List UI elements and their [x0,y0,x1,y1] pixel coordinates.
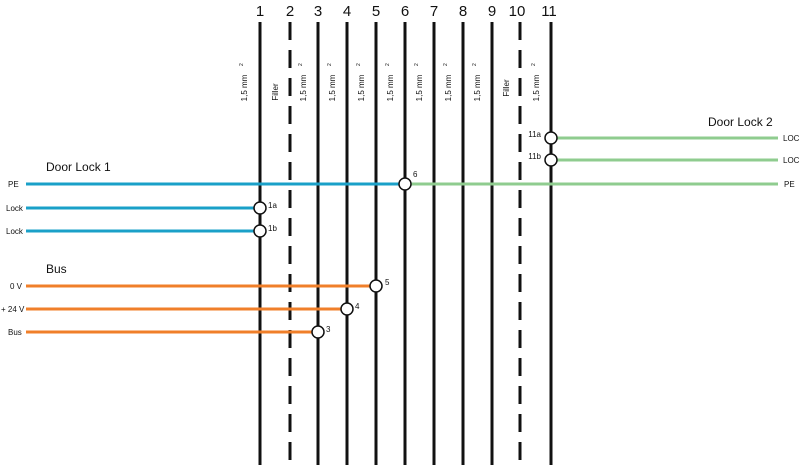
svg-text:1,5 mm: 1,5 mm [357,74,366,101]
svg-text:1,5 mm: 1,5 mm [328,74,337,101]
column-number: 4 [343,3,351,20]
conductor-label: 1,5 mm 2 [327,63,337,101]
wire-label-lock: LOCK [783,156,800,165]
svg-text:2: 2 [414,63,420,66]
column-number: 9 [488,3,496,20]
conductor-label: 1,5 mm 2 [443,63,453,101]
column-number: 2 [286,3,294,20]
wire-label-lock: Lock [6,204,24,213]
column-number: 10 [509,3,526,20]
svg-text:1,5 mm: 1,5 mm [240,74,249,101]
terminal-label: 1a [268,201,277,210]
svg-text:2: 2 [472,63,478,66]
svg-text:1,5 mm: 1,5 mm [415,74,424,101]
conductor-labels: 1,5 mm 2 Filler 1,5 mm 2 1,5 mm 2 1,5 mm… [239,63,541,101]
column-number: 5 [372,3,380,20]
wire-label-pe: PE [784,180,795,189]
terminal-label: 11b [528,152,541,161]
vertical-conductors [258,22,553,465]
column-numbers: 1 2 3 4 5 6 7 8 9 10 11 [256,3,557,20]
terminal-label: 1b [268,224,277,233]
terminal-label: 4 [355,302,360,311]
svg-text:2: 2 [298,63,304,66]
filler-label: Filler [502,79,511,97]
terminal-4 [340,302,354,316]
terminals [253,131,558,339]
svg-text:2: 2 [327,63,333,66]
group-title-door-lock-2: Door Lock 2 [708,115,773,129]
group-title-door-lock-1: Door Lock 1 [46,160,111,174]
wire-label-lock: Lock [6,227,24,236]
wire-label-lock: LOCK [783,134,800,143]
svg-text:1,5 mm: 1,5 mm [473,74,482,101]
terminal-1a [253,201,267,215]
column-number: 7 [430,3,438,20]
svg-text:1,5 mm: 1,5 mm [444,74,453,101]
column-number: 8 [459,3,467,20]
svg-text:2: 2 [531,63,537,66]
conductor-label: 1,5 mm 2 [298,63,308,101]
conductor-label: 1,5 mm 2 [472,63,482,101]
terminal-5 [369,279,383,293]
terminal-3 [311,325,325,339]
terminal-labels: 1a 1b 3 4 5 6 11a 11b [268,130,542,334]
column-number: 11 [541,3,557,20]
svg-text:1,5 mm: 1,5 mm [299,74,308,101]
filler-label: Filler [271,83,280,101]
horizontal-wires [26,136,778,334]
conductor-label: 1,5 mm 2 [385,63,395,101]
svg-text:1,5 mm: 1,5 mm [386,74,395,101]
svg-text:2: 2 [443,63,449,66]
terminal-6 [398,177,412,191]
svg-text:2: 2 [385,63,391,66]
terminal-label: 11a [528,130,541,139]
terminal-label: 3 [326,325,331,334]
svg-text:1,5 mm: 1,5 mm [532,74,541,101]
group-title-bus: Bus [46,262,67,276]
conductor-label: 1,5 mm 2 [239,63,249,101]
wire-label-pe: PE [8,180,19,189]
terminal-11a [544,131,558,145]
wire-label-0v: 0 V [10,282,23,291]
wire-label-bus: Bus [8,328,22,337]
conductor-label: 1,5 mm 2 [531,63,541,101]
terminal-label: 5 [385,278,390,287]
terminal-1b [253,224,267,238]
svg-text:Filler: Filler [502,79,511,97]
wire-label-24v: + 24 V [1,305,25,314]
column-number: 3 [314,3,322,20]
column-number: 6 [401,3,409,20]
column-number: 1 [256,3,264,20]
terminal-label: 6 [413,170,418,179]
svg-text:2: 2 [239,63,245,66]
conductor-label: 1,5 mm 2 [356,63,366,101]
svg-text:2: 2 [356,63,362,66]
conductor-label: 1,5 mm 2 [414,63,424,101]
svg-text:Filler: Filler [271,83,280,101]
terminal-11b [544,153,558,167]
